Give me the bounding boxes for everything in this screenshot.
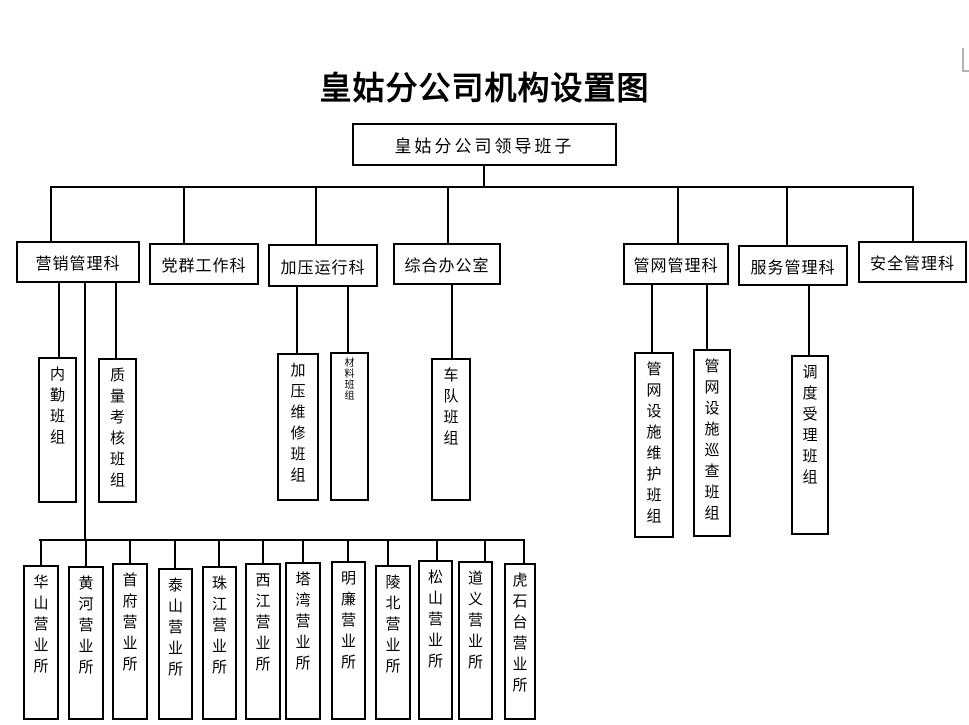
connector-line [347,287,349,352]
office-box: 泰山营业所 [158,568,193,720]
team-box: 加压维修班组 [277,353,319,501]
connector-line [451,285,453,358]
office-box-label: 明廉营业所 [340,571,356,671]
page-corner-mark [962,48,964,72]
root-box: 皇姑分公司领导班子 [352,123,617,166]
connector-line [436,539,438,560]
page-corner-mark [962,70,969,72]
office-box-label: 首府营业所 [122,573,138,673]
office-box: 道义营业所 [458,561,493,720]
office-box: 塔湾营业所 [285,562,321,720]
office-box: 华山营业所 [23,565,59,720]
office-box: 松山营业所 [418,560,453,720]
office-box-label: 泰山营业所 [167,578,183,678]
team-box-label: 材料班组 [344,358,355,402]
connector-line [262,539,264,563]
connector-line [183,186,185,243]
office-box: 首府营业所 [112,563,148,720]
office-box-label: 塔湾营业所 [295,572,311,672]
office-box: 黄河营业所 [68,566,104,720]
connector-line [302,539,304,562]
team-box: 管网设施维护班组 [634,352,674,538]
office-box: 西江营业所 [245,563,281,720]
team-box: 车队班组 [431,358,471,501]
office-box-label: 华山营业所 [33,575,49,675]
office-box-label: 道义营业所 [467,571,483,671]
connector-line [174,539,176,568]
team-box-label: 管网设施维护班组 [646,362,662,525]
department-box: 党群工作科 [149,243,259,285]
connector-line [115,283,117,358]
connector-line [85,539,87,566]
department-box: 营销管理科 [16,241,140,283]
department-box: 管网管理科 [623,243,729,285]
office-box: 明廉营业所 [331,561,366,720]
team-box: 材料班组 [330,352,369,501]
office-box-label: 黄河营业所 [78,576,94,676]
office-box: 虎石台营业所 [504,563,536,720]
connector-line [808,286,810,355]
office-box-label: 虎石台营业所 [512,573,528,694]
connector-line [58,283,60,357]
connector-line [677,186,679,243]
team-box: 内勤班组 [38,357,77,503]
office-box-label: 珠江营业所 [211,576,227,676]
team-box: 调度受理班组 [791,355,829,535]
office-box: 陵北营业所 [375,565,411,720]
page-title: 皇姑分公司机构设置图 [319,70,650,106]
connector-line [50,186,52,241]
connector-line [84,283,86,540]
department-box: 加压运行科 [268,244,378,287]
connector-line [347,539,349,561]
connector-line [387,539,389,565]
team-box: 质量考核班组 [98,358,137,503]
connector-line [40,539,42,565]
team-box-label: 内勤班组 [49,367,65,446]
connector-line [706,284,708,349]
connector-line [315,186,317,244]
department-box: 安全管理科 [858,241,967,283]
team-box-label: 质量考核班组 [109,368,125,489]
department-box: 服务管理科 [738,245,848,286]
connector-line [218,539,220,566]
connector-line [912,186,914,241]
connector-line [39,539,525,541]
office-box-label: 松山营业所 [427,570,443,670]
connector-line [447,186,449,243]
department-box: 综合办公室 [393,243,501,285]
team-box-label: 车队班组 [443,368,459,447]
team-box: 管网设施巡查班组 [693,349,731,537]
connector-line [523,539,525,563]
team-box-label: 加压维修班组 [290,363,306,484]
connector-line [483,166,485,187]
connector-line [651,284,653,352]
connector-line [484,539,486,561]
connector-line [786,186,788,245]
connector-line [129,539,131,563]
office-box-label: 陵北营业所 [385,575,401,675]
office-box: 珠江营业所 [202,566,237,720]
team-box-label: 调度受理班组 [802,365,818,486]
team-box-label: 管网设施巡查班组 [704,359,720,522]
connector-line [50,186,914,188]
office-box-label: 西江营业所 [255,573,271,673]
connector-line [296,287,298,353]
